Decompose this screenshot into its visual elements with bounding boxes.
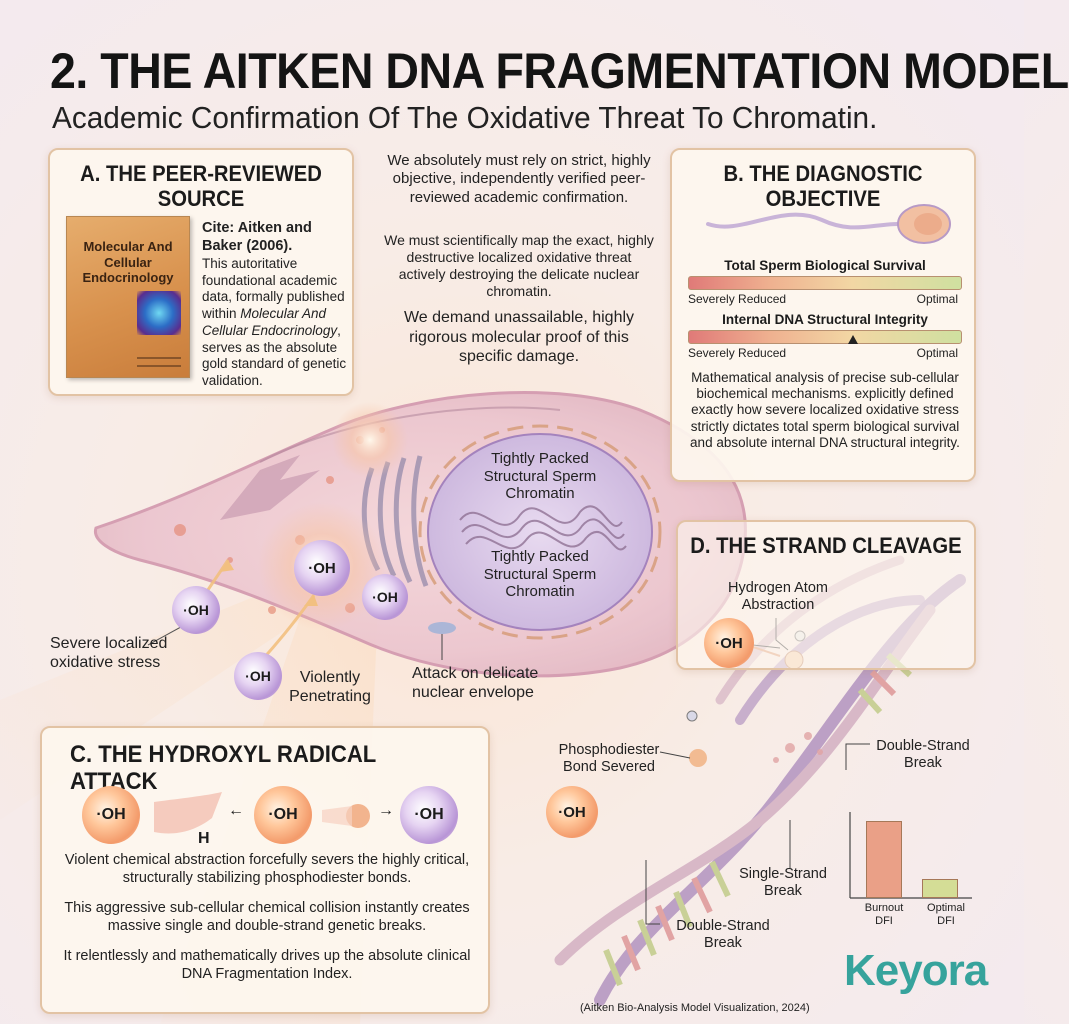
panel-hydroxyl-attack: C. THE HYDROXYL RADICAL ATTACK ·OH H ← ·…	[40, 726, 490, 1014]
citation-heading: Cite: Aitken and Baker (2006).	[202, 220, 312, 254]
center-paragraph-1: We absolutely must rely on strict, highl…	[387, 152, 651, 206]
arrow-left-icon: ←	[228, 802, 244, 819]
citation-text: Cite: Aitken and Baker (2006). This auto…	[202, 220, 352, 390]
dfi-category-burnout: Burnout DFI	[864, 902, 904, 927]
meter-survival-bar	[688, 276, 962, 290]
oxidative-stress-label: Severe localized oxidative stress	[50, 635, 168, 672]
attack-paragraph-2: This aggressive sub-cellular chemical co…	[64, 900, 470, 934]
panel-b-heading: B. THE DIAGNOSTIC OBJECTIVE	[723, 161, 923, 211]
nuclear-envelope-label: Attack on delicate nuclear envelope	[412, 665, 539, 702]
center-paragraph-3: We demand unassailable, highly rigorous …	[403, 309, 635, 366]
penetrating-label: Violently Penetrating	[289, 669, 371, 706]
meter-survival-label: Total Sperm Biological Survival	[724, 258, 926, 273]
phosphodiester-severed-label: Phosphodiester Bond Severed	[558, 742, 660, 776]
citation-body-pre: This autoritative foundational academic …	[202, 255, 345, 322]
arrow-right-icon: →	[378, 802, 394, 819]
hydroxyl-radical-d2: ·OH	[546, 786, 598, 838]
hydroxyl-radical-burst: ·OH	[294, 540, 350, 596]
hydroxyl-radical-c2: ·OH	[254, 786, 312, 844]
panel-c-heading: C. THE HYDROXYL RADICAL ATTACK	[70, 741, 376, 795]
citation-journal: Molecular And Cellular Endocrinology	[202, 306, 338, 338]
meter-integrity-label: Internal DNA Structural Integrity	[722, 312, 928, 327]
image-credit: (Aitken Bio-Analysis Model Visualization…	[580, 1002, 810, 1014]
radical-collision-shape	[154, 792, 222, 834]
journal-cover-footer	[137, 357, 181, 367]
hydroxyl-radical-bottom: ·OH	[234, 652, 282, 700]
hydrogen-abstraction-label: Hydrogen Atom Abstraction	[728, 580, 828, 614]
chromatin-label-bottom: Tightly Packed Structural Sperm Chromati…	[483, 548, 597, 601]
radical-trail-shape	[322, 804, 370, 828]
meter-integrity-marker	[848, 335, 859, 344]
brand-logo: Keyora	[844, 946, 988, 995]
meter-survival-high: Optimal	[916, 292, 958, 306]
double-strand-break-right-label: Double-Strand Break	[876, 738, 970, 772]
dfi-bar-chart	[850, 812, 972, 898]
journal-cover-image: Molecular And Cellular Endocrinology	[66, 216, 190, 378]
panel-peer-reviewed-source: A. THE PEER-REVIEWED SOURCE Molecular An…	[48, 148, 354, 396]
citation-body-post: , serves as the absolute gold standard o…	[202, 322, 347, 389]
panel-d-heading: D. THE STRAND CLEAVAGE	[690, 533, 962, 558]
center-paragraph-2: We must scientifically map the exact, hi…	[384, 232, 654, 300]
hydroxyl-radical-c3: ·OH	[400, 786, 458, 844]
hydrogen-atom-symbol: H	[198, 830, 210, 847]
attack-paragraph-1: Violent chemical abstraction forcefully …	[64, 852, 470, 886]
hydroxyl-radical-left: ·OH	[172, 586, 220, 634]
journal-cover-art	[137, 291, 181, 335]
panel-a-heading: A. THE PEER-REVIEWED SOURCE	[80, 161, 322, 211]
page-title: 2. THE AITKEN DNA FRAGMENTATION MODEL	[50, 43, 1069, 99]
double-strand-break-bottom-label: Double-Strand Break	[676, 918, 770, 952]
hydroxyl-radical-d1: ·OH	[704, 618, 754, 668]
panel-diagnostic-objective: B. THE DIAGNOSTIC OBJECTIVE Total Sperm …	[670, 148, 976, 482]
meter-integrity-high: Optimal	[916, 346, 958, 360]
attack-paragraph-3: It relentlessly and mathematically drive…	[63, 948, 471, 982]
dfi-bar-0	[866, 820, 902, 898]
chromatin-label-top: Tightly Packed Structural Sperm Chromati…	[483, 450, 597, 503]
sperm-illustration	[706, 204, 951, 244]
hydroxyl-radical-c1: ·OH	[82, 786, 140, 844]
dfi-category-optimal: Optimal DFI	[927, 902, 965, 927]
page-subtitle: Academic Confirmation Of The Oxidative T…	[52, 100, 878, 135]
hydroxyl-radical-cell: ·OH	[362, 574, 408, 620]
meter-integrity-low: Severely Reduced	[688, 346, 787, 360]
diagnostic-description: Mathematical analysis of precise sub-cel…	[690, 370, 960, 450]
dfi-bar-1	[922, 879, 958, 898]
journal-cover-title: Molecular And Cellular Endocrinology	[82, 239, 174, 286]
single-strand-break-label: Single-Strand Break	[739, 866, 827, 900]
meter-survival-low: Severely Reduced	[688, 292, 787, 306]
meter-integrity-bar	[688, 330, 962, 344]
